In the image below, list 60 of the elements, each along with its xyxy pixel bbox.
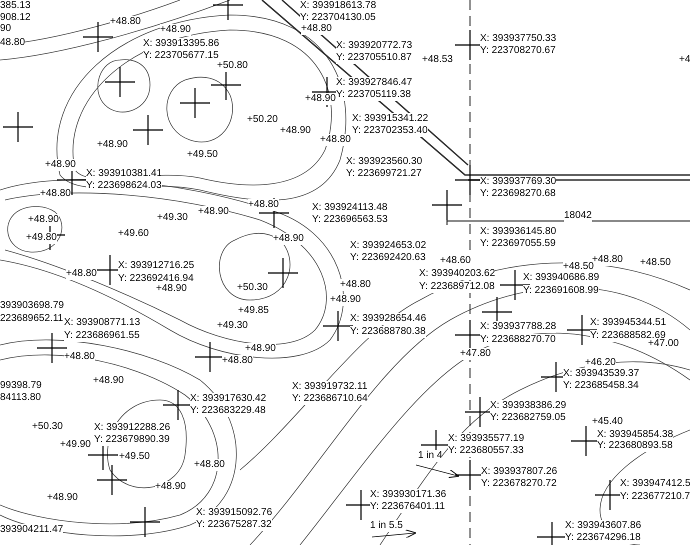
coordinate-label: X: 393937807.26 xyxy=(481,466,558,478)
coordinate-label: X: 393915341.22 xyxy=(352,113,428,125)
coordinate-label: X: 393940203.62 xyxy=(419,268,496,280)
coordinate-label: X: 393935577.19 xyxy=(448,433,524,445)
coordinate-label: X: 393945854.38 xyxy=(597,429,674,441)
spot-level: +48.90 xyxy=(273,233,304,245)
coordinate-label: Y: 223675287.32 xyxy=(196,519,272,531)
coordinate-label: X: 393938386.29 xyxy=(490,400,566,412)
coordinate-label: Y: 223705119.38 xyxy=(336,89,411,101)
spot-level: +48.90 xyxy=(160,24,191,36)
spot-level: +47.80 xyxy=(460,348,491,360)
coordinate-label: Y: 223689712.08 xyxy=(419,281,495,293)
coordinate-label: X: 393912288.26 xyxy=(94,422,170,434)
spot-level: +48.80 xyxy=(194,459,225,471)
coordinate-label: X: 393943539.37 xyxy=(563,368,640,380)
dimension-text: 18042 xyxy=(564,210,592,222)
spot-level: +46.20 xyxy=(585,357,616,369)
coordinate-label: X: 393937750.33 xyxy=(480,33,556,45)
coordinate-label: X: 393927846.47 xyxy=(336,77,412,89)
spot-level: +48.80 xyxy=(301,23,332,35)
gradient-label: 1 in 4 xyxy=(418,450,442,462)
coordinate-label: Y: 223688780.38 xyxy=(350,326,426,338)
coordinate-label: Y: 223680557.33 xyxy=(448,445,524,457)
coordinate-label: Y: 223676401.11 xyxy=(370,501,445,513)
coordinate-label: X: 393920772.73 xyxy=(336,40,412,52)
spot-level: +48.80 xyxy=(592,254,623,266)
coordinate-label: X: 393928654.46 xyxy=(350,313,426,325)
coordinate-label: X: 393912716.25 xyxy=(118,260,194,272)
coordinate-label: Y: 223683229.48 xyxy=(190,405,266,417)
coordinate-label: X: 393910381.41 xyxy=(86,168,162,180)
spot-level: +48.80 xyxy=(64,351,95,363)
coordinate-label: X: 393943607.86 xyxy=(565,520,642,532)
gradient-label: 1 in 5.5 xyxy=(370,520,403,532)
coordinate-label: Y: 223705510.87 xyxy=(336,52,412,64)
spot-level: +48.90 xyxy=(305,93,336,105)
spot-level: +48.80 xyxy=(66,268,97,280)
coordinate-label: Y: 223680893.58 xyxy=(597,440,673,452)
coordinate-label: X: 393937788.28 xyxy=(480,321,556,333)
coordinate-label: X: 393919732.11 xyxy=(292,381,368,393)
coordinate-label: Y: 223686961.55 xyxy=(64,330,140,342)
coordinate-label: X: 393930171.36 xyxy=(370,489,446,501)
coordinate-label: Y: 223674296.18 xyxy=(565,532,641,544)
coordinate-label: X: 393913395.86 xyxy=(143,38,220,50)
spot-level: +48.90 xyxy=(28,214,59,226)
spot-level: +48.90 xyxy=(45,159,76,171)
coordinate-label: Y: 223679890.39 xyxy=(94,434,170,446)
spot-level: +49.80 xyxy=(26,232,57,244)
coordinate-label: Y: 223688270.70 xyxy=(480,334,556,346)
spot-level: +48.80 xyxy=(320,134,351,146)
coordinate-label: X: 393917630.42 xyxy=(190,393,266,405)
coordinate-label: Y: 223686710.64 xyxy=(292,393,368,405)
coordinate-label: 393904211.47 xyxy=(0,524,64,536)
spot-level: +48.80 xyxy=(248,199,279,211)
spot-level: +48.90 xyxy=(330,294,361,306)
spot-level: +48.80 xyxy=(340,279,371,291)
spot-level: +48.60 xyxy=(440,255,471,267)
spot-level: +50.80 xyxy=(217,60,248,72)
coordinate-label: X: 393915092.76 xyxy=(196,507,272,519)
coordinate-label: Y: 223702353.40 xyxy=(352,125,428,137)
coordinate-label: Y: 223704130.05 xyxy=(300,12,376,24)
